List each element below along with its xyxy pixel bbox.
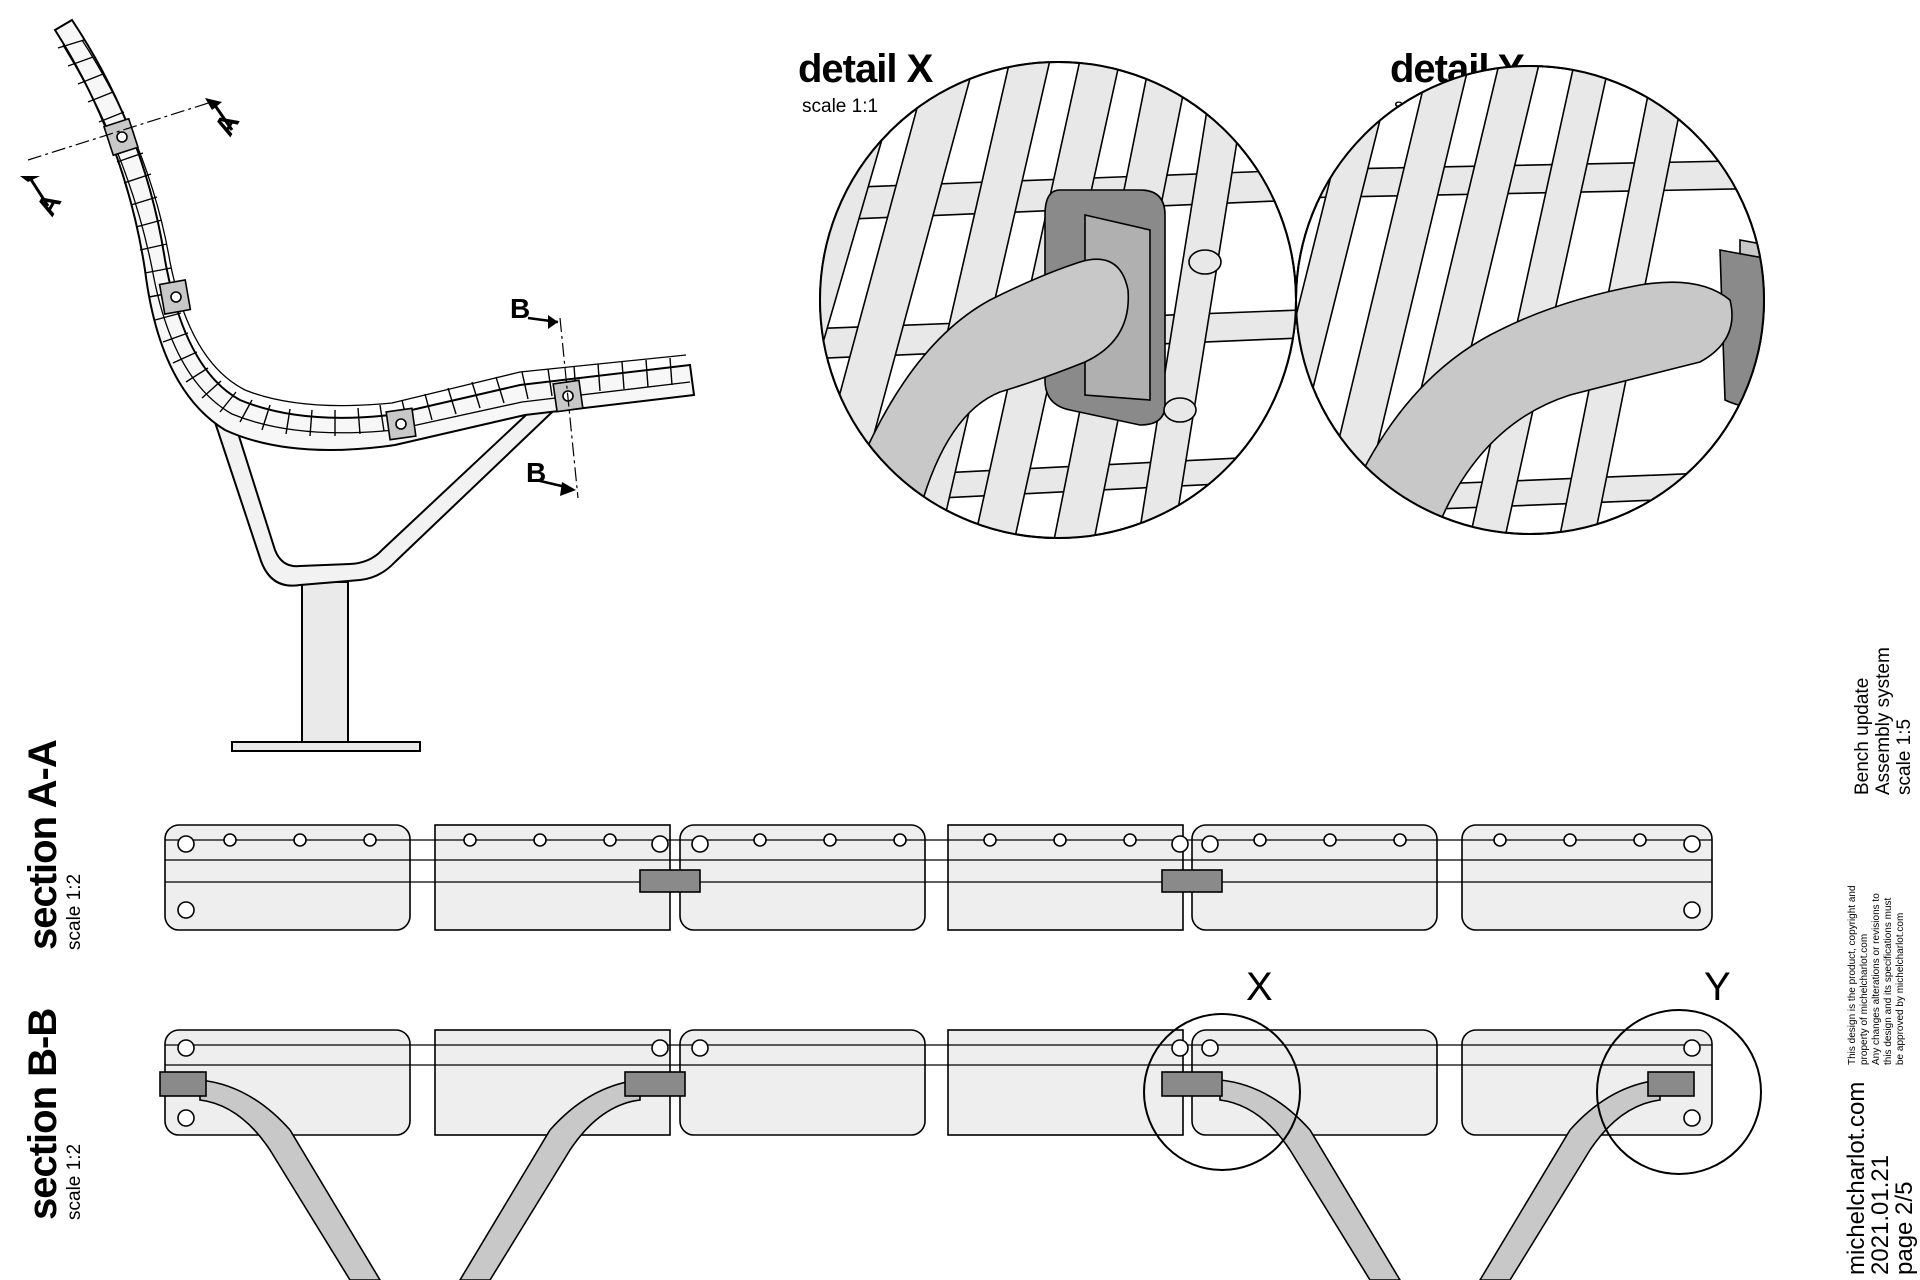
detail-x-view	[819, 61, 1297, 539]
notice-line-1: This design is the product, copyright an…	[1847, 885, 1858, 1065]
title-line-1: Bench update	[1852, 678, 1873, 795]
footer-page: page 2/5	[1891, 1182, 1918, 1275]
section-aa-strip	[164, 824, 1713, 931]
detail-x-scale: scale 1:1	[802, 96, 878, 117]
bench-side-view	[20, 18, 696, 752]
title-line-3: scale 1:5	[1894, 719, 1915, 795]
callout-y: Y	[1704, 965, 1731, 1009]
title-block: Bench update Assembly system scale 1:5 T…	[1843, 647, 1918, 1275]
section-aa-scale: scale 1:2	[64, 874, 85, 950]
bench-post	[301, 581, 349, 743]
cut-mark-b-lower: B	[526, 457, 546, 488]
callout-x: X	[1246, 965, 1273, 1009]
detail-y-view	[1295, 65, 1765, 535]
notice-line-2: property of michelcharlot.com	[1859, 934, 1870, 1065]
notice-line-5: be approved by michelcharlot.com	[1895, 913, 1906, 1065]
notice-line-4: this design and its specifications must	[1883, 897, 1894, 1065]
notice-line-3: Any changes alterations or revisions to	[1871, 893, 1882, 1065]
footer-date: 2021.01.21	[1867, 1155, 1894, 1275]
cut-mark-a-lower: A	[30, 188, 67, 221]
detail-x-title: detail X	[798, 47, 934, 91]
section-bb-scale: scale 1:2	[64, 1144, 85, 1220]
footer-website: michelcharlot.com	[1843, 1082, 1870, 1275]
title-line-2: Assembly system	[1873, 647, 1894, 795]
section-aa-title: section A-A	[21, 740, 65, 950]
cut-mark-b-upper: B	[510, 293, 530, 324]
section-bb-strip	[159, 1009, 1762, 1280]
cut-mark-a-upper: A	[208, 108, 245, 141]
bench-base-plate	[231, 741, 421, 752]
seat-shell	[53, 18, 696, 451]
section-bb-title: section B-B	[21, 1009, 65, 1220]
